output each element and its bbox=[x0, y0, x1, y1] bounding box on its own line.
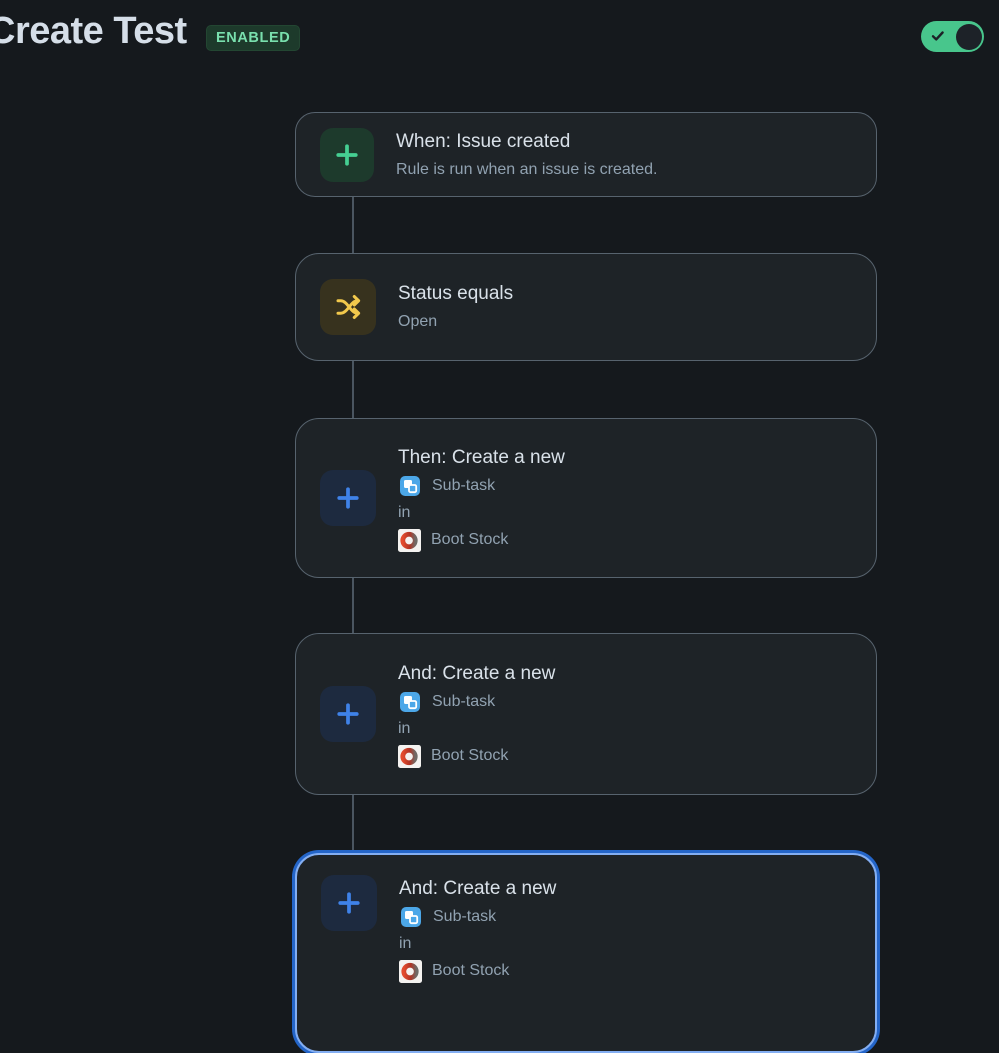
project-label: Boot Stock bbox=[431, 531, 509, 548]
toggle-knob bbox=[955, 23, 982, 50]
project-avatar bbox=[398, 528, 421, 552]
card-subtitle: Rule is run when an issue is created. bbox=[396, 160, 658, 178]
project-label: Boot Stock bbox=[432, 962, 510, 979]
rule-card-condition[interactable]: Status equals Open bbox=[295, 253, 877, 361]
check-icon bbox=[931, 31, 944, 41]
shuffle-icon bbox=[336, 295, 361, 319]
action-icon-badge bbox=[320, 470, 376, 526]
card-subtitle: Open bbox=[398, 313, 438, 330]
condition-icon-badge bbox=[320, 279, 376, 335]
automation-rule-builder: { "header": { "title": "Create Test", "s… bbox=[0, 10, 984, 1053]
issue-type-label: Sub-task bbox=[432, 477, 496, 494]
subtask-type-icon bbox=[400, 692, 420, 712]
rule-card-action-1[interactable]: Then: Create a new Sub-task in bbox=[295, 418, 877, 578]
project-label: Boot Stock bbox=[431, 747, 509, 764]
card-title: Status equals bbox=[398, 283, 514, 304]
card-title: Then: Create a new bbox=[398, 447, 565, 468]
issue-type-label: Sub-task bbox=[433, 908, 497, 925]
subtask-type-icon bbox=[400, 476, 420, 496]
connector-word: in bbox=[399, 935, 412, 952]
status-badge: ENABLED bbox=[206, 25, 301, 51]
rule-enabled-toggle[interactable] bbox=[921, 21, 984, 52]
plus-icon bbox=[338, 892, 360, 914]
plus-icon bbox=[336, 143, 358, 166]
rule-card-action-3-selected[interactable]: And: Create a new Sub-task in bbox=[295, 853, 877, 1053]
plus-icon bbox=[337, 487, 359, 509]
card-title: And: Create a new bbox=[398, 663, 556, 684]
rule-card-trigger[interactable]: When: Issue created Rule is run when an … bbox=[295, 112, 877, 197]
connector-word: in bbox=[398, 504, 411, 521]
plus-icon bbox=[337, 703, 359, 725]
rule-card-action-2[interactable]: And: Create a new Sub-task in bbox=[295, 633, 877, 795]
issue-type-label: Sub-task bbox=[432, 693, 496, 710]
project-avatar bbox=[399, 959, 422, 983]
card-title: And: Create a new bbox=[399, 878, 557, 899]
action-icon-badge bbox=[320, 686, 376, 742]
action-icon-badge bbox=[321, 875, 377, 931]
connector-word: in bbox=[398, 720, 411, 737]
project-avatar bbox=[398, 744, 421, 768]
card-title: When: Issue created bbox=[396, 130, 571, 152]
subtask-type-icon bbox=[401, 907, 421, 927]
rule-name-title: Create Test bbox=[0, 10, 187, 52]
trigger-icon-badge bbox=[320, 127, 374, 182]
